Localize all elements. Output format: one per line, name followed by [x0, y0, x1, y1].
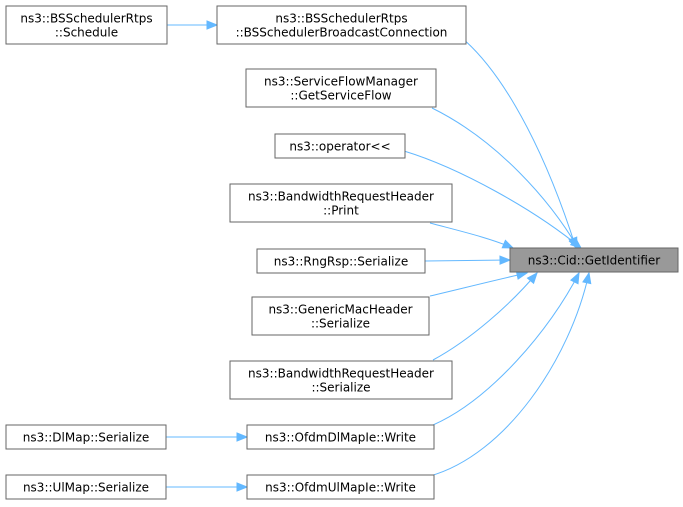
node-label: ns3::Cid::GetIdentifier	[528, 254, 661, 268]
focus-node[interactable]: ns3::Cid::GetIdentifier	[509, 247, 679, 273]
node-label: ns3::GenericMacHeader	[268, 303, 412, 317]
caller-node-opShift[interactable]: ns3::operator<<	[274, 133, 406, 159]
node-box	[229, 183, 453, 223]
edge-line	[429, 222, 514, 249]
node-box	[251, 296, 430, 336]
node-label: ::Serialize	[311, 381, 370, 395]
node-label: ns3::BandwidthRequestHeader	[248, 367, 434, 381]
node-box	[5, 5, 168, 45]
edge-ulMapSer-to-ulWrite	[166, 482, 249, 492]
arrowhead	[569, 237, 583, 249]
arrowhead	[570, 271, 580, 285]
node-box	[246, 474, 435, 500]
node-label: ns3::BSSchedulerRtps	[275, 12, 407, 26]
arrowhead	[206, 20, 219, 30]
node-box	[229, 360, 453, 400]
edge-line	[431, 107, 579, 249]
node-label: ns3::RngRsp::Serialize	[274, 255, 408, 269]
caller-node-ulMapSer[interactable]: ns3::UlMap::Serialize	[5, 474, 167, 500]
node-label: ns3::ServiceFlowManager	[264, 75, 418, 89]
caller-node-bwPrint[interactable]: ns3::BandwidthRequestHeader::Print	[229, 183, 453, 223]
edge-line	[424, 259, 511, 262]
arrowhead	[501, 239, 515, 249]
node-label: ::GetServiceFlow	[290, 89, 391, 103]
arrowhead	[582, 271, 592, 285]
node-box	[274, 133, 406, 159]
edge-dlWrite-to-target	[432, 271, 580, 426]
edge-bsSchedule-to-bsBroadcast	[167, 20, 219, 30]
caller-node-dlMapSer[interactable]: ns3::DlMap::Serialize	[5, 424, 167, 450]
node-label: ns3::BandwidthRequestHeader	[248, 190, 434, 204]
caller-node-bsSchedule[interactable]: ns3::BSSchedulerRtps::Schedule	[5, 5, 168, 45]
edge-line	[429, 272, 528, 297]
edge-rngSer-to-target	[424, 255, 512, 265]
node-box	[5, 474, 167, 500]
edge-dlMapSer-to-dlWrite	[166, 432, 249, 442]
arrowhead	[236, 482, 249, 492]
caller-node-sfmGet[interactable]: ns3::ServiceFlowManager::GetServiceFlow	[245, 68, 437, 108]
edge-opShift-to-target	[403, 150, 583, 249]
edge-line	[403, 150, 582, 249]
caller-node-rngSer[interactable]: ns3::RngRsp::Serialize	[256, 248, 426, 274]
node-label: ns3::UlMap::Serialize	[23, 481, 149, 495]
caller-node-dlWrite[interactable]: ns3::OfdmDlMapIe::Write	[246, 424, 435, 450]
node-label: ::BSSchedulerBroadcastConnection	[236, 26, 448, 40]
node-label: ::Schedule	[55, 26, 118, 40]
caller-node-gmhSer[interactable]: ns3::GenericMacHeader::Serialize	[251, 296, 430, 336]
edge-sfmGet-to-target	[431, 107, 579, 250]
edge-bwPrint-to-target	[429, 222, 515, 249]
nodes-layer: ns3::Cid::GetIdentifier ns3::BSSchedulerR…	[5, 5, 679, 500]
node-box	[256, 248, 426, 274]
caller-node-bwSer[interactable]: ns3::BandwidthRequestHeader::Serialize	[229, 360, 453, 400]
edge-line	[432, 272, 580, 426]
arrowhead	[236, 432, 249, 442]
node-label: ::Print	[323, 204, 359, 218]
edge-bwSer-to-target	[432, 271, 538, 361]
edge-ulWrite-to-target	[429, 271, 592, 477]
edge-line	[432, 272, 538, 361]
node-box	[245, 68, 437, 108]
node-label: ns3::operator<<	[289, 140, 390, 154]
arrowhead	[499, 255, 512, 265]
node-box	[246, 424, 435, 450]
caller-node-ulWrite[interactable]: ns3::OfdmUlMapIe::Write	[246, 474, 435, 500]
node-box	[216, 5, 467, 45]
node-label: ns3::OfdmDlMapIe::Write	[265, 431, 416, 445]
caller-node-bsBroadcast[interactable]: ns3::BSSchedulerRtps::BSSchedulerBroadca…	[216, 5, 467, 45]
edge-line	[429, 272, 590, 477]
arrowhead	[526, 271, 538, 285]
node-box	[509, 247, 679, 273]
node-box	[5, 424, 167, 450]
node-label: ns3::DlMap::Serialize	[23, 431, 150, 445]
node-label: ::Serialize	[311, 317, 370, 331]
node-label: ns3::BSSchedulerRtps	[20, 12, 152, 26]
node-label: ns3::OfdmUlMapIe::Write	[265, 481, 416, 495]
edge-gmhSer-to-target	[429, 270, 529, 297]
edges-layer	[166, 14, 592, 492]
